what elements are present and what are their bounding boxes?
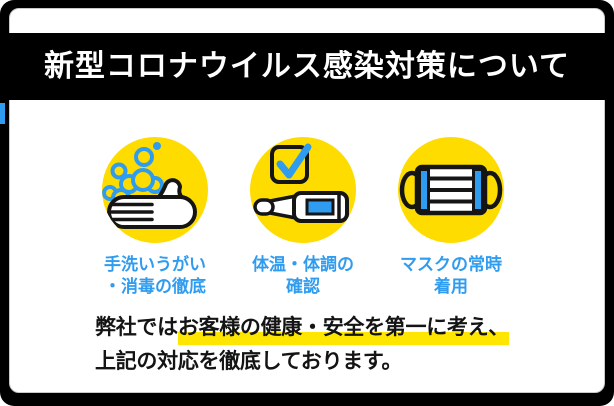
footer-line-1-prefix: 弊社では (95, 316, 178, 339)
measure-item-handwashing: 手洗いうがい ・消毒の徹底 (85, 137, 225, 298)
measure-circle (250, 137, 356, 243)
footer-text: 弊社ではお客様の健康・安全を第一に考え、 上記の対応を徹底しております。 (95, 311, 509, 379)
measure-label-line-1: 手洗いうがい (104, 255, 206, 274)
footer-line-1: 弊社ではお客様の健康・安全を第一に考え、 (95, 311, 509, 345)
measure-label: 体温・体調の 確認 (252, 254, 354, 298)
title-band: 新型コロナウイルス感染対策について (0, 33, 614, 100)
measure-item-mask: マスクの常時 着用 (381, 137, 521, 298)
measure-label-line-2: 着用 (434, 277, 468, 296)
measure-label-line-2: ・消毒の徹底 (104, 277, 206, 296)
mask-icon (399, 164, 503, 216)
blue-accent-tab (0, 103, 5, 124)
measure-label: 手洗いうがい ・消毒の徹底 (104, 254, 206, 298)
measure-item-temperature: 体温・体調の 確認 (233, 137, 373, 298)
footer-line-2: 上記の対応を徹底しております。 (95, 350, 403, 373)
measures-row: 手洗いうがい ・消毒の徹底 体温・体調の 確認 (0, 137, 606, 298)
page-title: 新型コロナウイルス感染対策について (43, 49, 571, 83)
measure-circle (398, 137, 504, 243)
measure-label-line-1: マスクの常時 (400, 255, 502, 274)
footer-highlight: お客様の健康・安全を第一に考え、 (177, 311, 509, 345)
measure-label-line-1: 体温・体調の (252, 255, 354, 274)
temperature-check-icon (253, 143, 349, 223)
measure-label-line-2: 確認 (286, 277, 320, 296)
handwashing-icon (102, 142, 197, 229)
measure-circle (102, 137, 208, 243)
measure-label: マスクの常時 着用 (400, 254, 502, 298)
